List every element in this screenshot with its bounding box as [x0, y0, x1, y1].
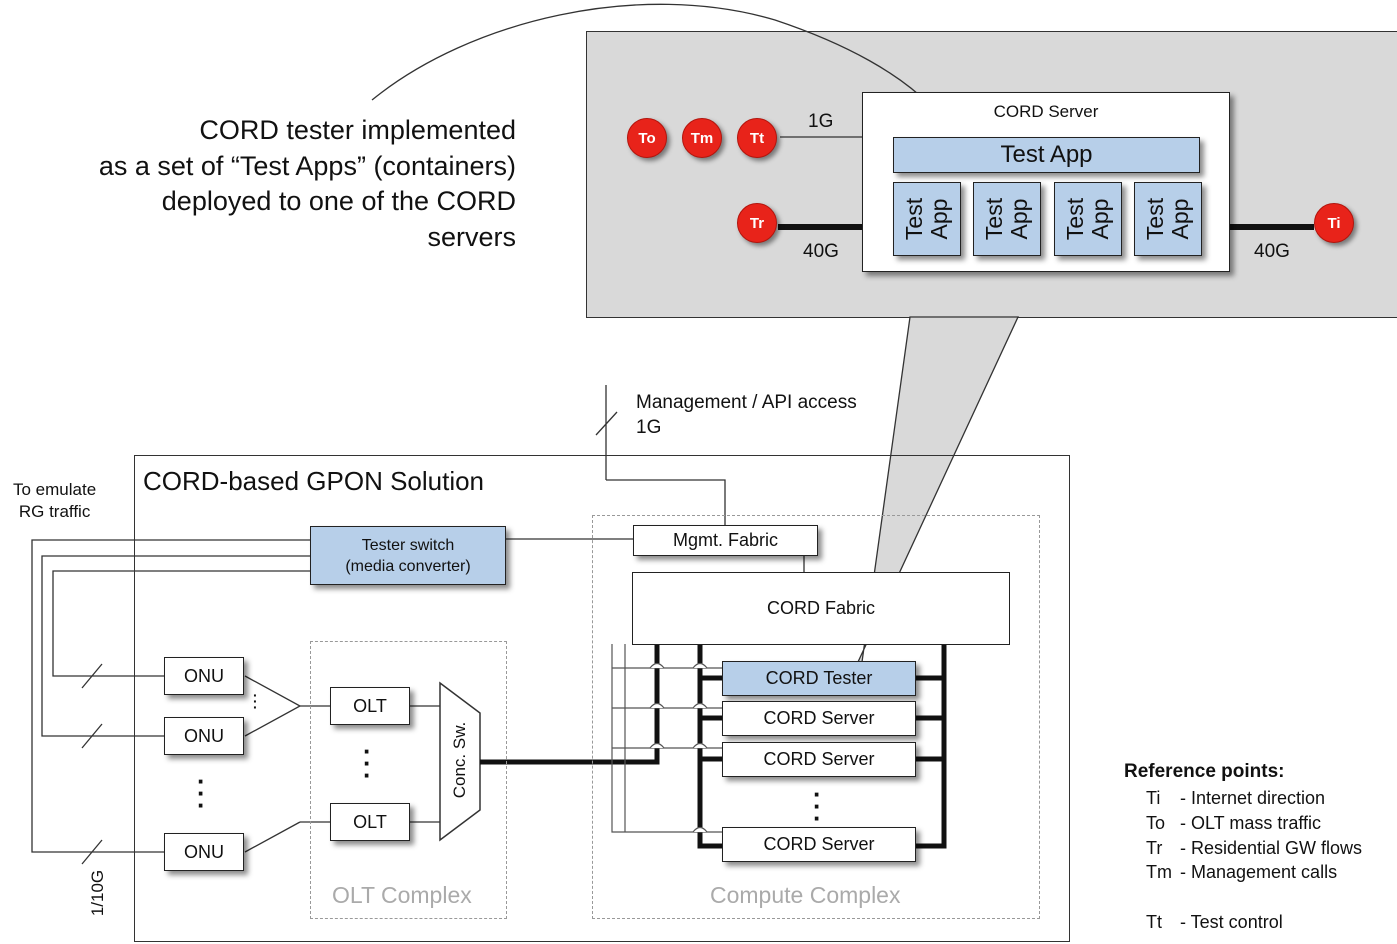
- reference-list: Ti- Internet direction To- OLT mass traf…: [1146, 786, 1362, 935]
- conc-switch-label: Conc. Sw.: [450, 721, 469, 799]
- test-app-container-4: Test App: [1134, 182, 1202, 256]
- callout-arrow: [371, 3, 930, 105]
- olt-2: OLT: [330, 803, 410, 841]
- cord-server-1: CORD Server: [722, 701, 916, 736]
- link-rate-label: 1/10G: [88, 869, 107, 917]
- olt-1: OLT: [330, 687, 410, 725]
- cord-server-2: CORD Server: [722, 742, 916, 777]
- reference-item: Tr- Residential GW flows: [1146, 837, 1363, 858]
- reference-item: Tt- Test control: [1146, 912, 1283, 933]
- ref-point-tm: Tm: [682, 118, 722, 158]
- compute-complex-frame: [592, 515, 1040, 919]
- ref-point-to: To: [627, 118, 667, 158]
- test-app-container-3: Test App: [1054, 182, 1122, 256]
- reference-title: Reference points:: [1124, 761, 1285, 782]
- test-app-label: Test App: [1000, 141, 1093, 168]
- link-1g-label: 1G: [808, 111, 834, 132]
- reference-item: Tm- Management calls: [1146, 862, 1338, 883]
- cord-server-3: CORD Server: [722, 827, 916, 862]
- olt-ellipsis: ···: [363, 736, 372, 790]
- onu-2: ONU: [164, 717, 244, 755]
- ref-point-tr: Tr: [737, 203, 777, 243]
- mgmt-access-label: Management / API access 1G: [636, 392, 857, 438]
- test-app-bar: Test App: [893, 137, 1200, 173]
- zoom-server-title: CORD Server: [993, 102, 1099, 121]
- cord-tester: CORD Tester: [722, 661, 916, 696]
- compute-complex-label: Compute Complex: [710, 882, 901, 908]
- link-40g-left-label: 40G: [803, 241, 839, 262]
- test-app-container-1: Test App: [893, 182, 961, 256]
- link-40g-right-label: 40G: [1254, 241, 1290, 262]
- conc-switch-shape: [439, 681, 481, 842]
- onu-ellipsis: ···: [197, 766, 206, 820]
- reference-item: Ti- Internet direction: [1146, 788, 1326, 808]
- olt-complex-label: OLT Complex: [332, 882, 472, 908]
- ref-point-ti: Ti: [1314, 203, 1354, 243]
- server-ellipsis: ···: [813, 779, 822, 833]
- tester-switch: Tester switch (media converter): [310, 526, 506, 585]
- ref-point-tt: Tt: [737, 118, 777, 158]
- cord-fabric: CORD Fabric: [632, 572, 1010, 645]
- olt-complex-frame: [310, 641, 507, 919]
- solution-title: CORD-based GPON Solution: [143, 466, 485, 496]
- mgmt-fabric: Mgmt. Fabric: [633, 525, 818, 556]
- solution-frame: [134, 455, 1070, 942]
- emulate-label: To emulate RG traffic: [13, 480, 97, 521]
- callout-text: CORD tester implemented as a set of “Tes…: [98, 115, 516, 252]
- splitter-ellipsis: ···: [253, 687, 258, 715]
- onu-1: ONU: [164, 657, 244, 695]
- reference-item: To- OLT mass traffic: [1146, 812, 1322, 833]
- test-app-container-2: Test App: [973, 182, 1041, 256]
- onu-3: ONU: [164, 833, 244, 871]
